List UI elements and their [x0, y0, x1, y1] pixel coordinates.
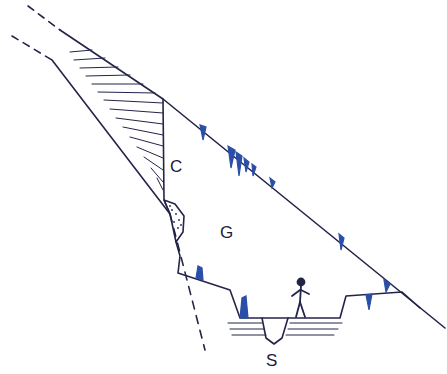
rock-hatching	[70, 50, 163, 190]
slope-surface	[60, 30, 445, 328]
region-label: S	[266, 352, 277, 369]
dashed-extension	[28, 6, 60, 30]
gravel-dots	[169, 205, 182, 235]
sinkhole	[262, 318, 288, 344]
region-label: C	[170, 158, 182, 175]
speleothems	[196, 125, 390, 318]
cave-floor	[176, 242, 420, 318]
dashed-extension	[170, 214, 205, 350]
gravel-deposit	[164, 200, 184, 242]
region-label: G	[220, 224, 233, 241]
bedrock-line	[52, 60, 170, 214]
person-figure	[292, 279, 309, 318]
dashed-extension	[12, 36, 52, 60]
cave-wall	[163, 99, 170, 214]
